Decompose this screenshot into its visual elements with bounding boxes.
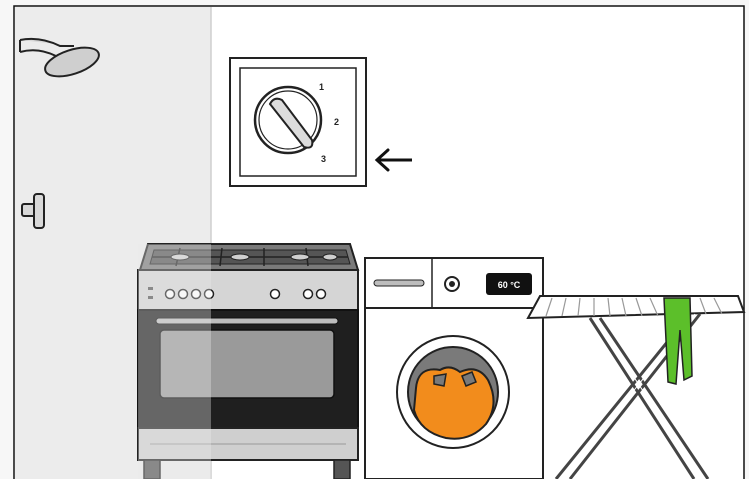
thermostat-dial: 1 2 3 <box>230 58 366 186</box>
dial-mark-1: 1 <box>319 82 324 92</box>
dial-mark-3: 3 <box>321 154 326 164</box>
temperature-display-text: 60 °C <box>498 280 521 290</box>
orange-laundry <box>414 367 494 438</box>
washing-machine-icon: 60 °C <box>365 258 543 479</box>
dial-mark-2: 2 <box>334 117 339 127</box>
